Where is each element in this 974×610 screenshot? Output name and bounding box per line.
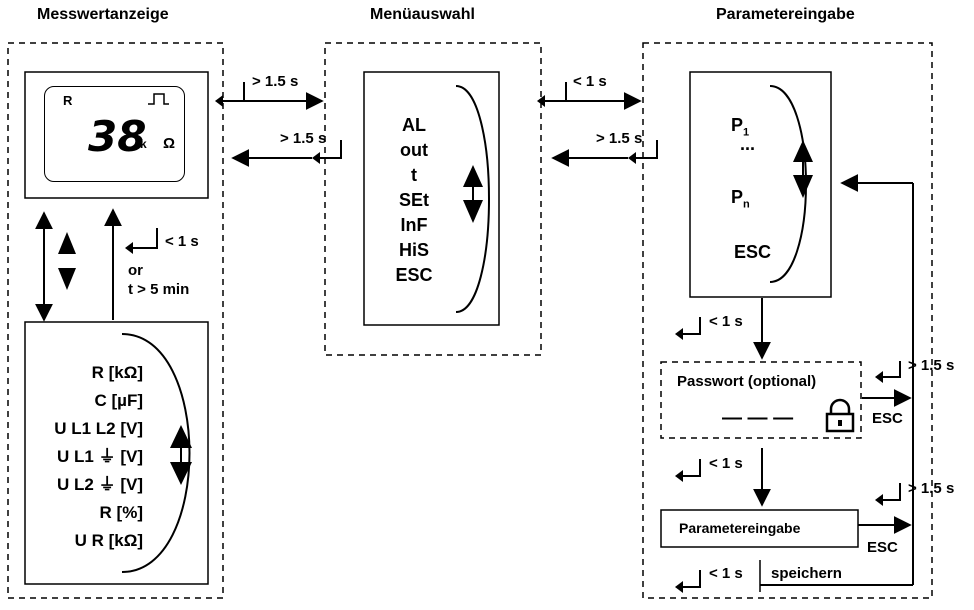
measurement-item: U R [kΩ] (74, 531, 143, 550)
display-value: 38 (88, 112, 147, 161)
up-triangle-icon (58, 232, 76, 254)
param-dots: ... (740, 134, 756, 154)
menu-item: HiS (398, 240, 429, 260)
password-dashes: — — — (722, 407, 794, 429)
menu-cycle-loop (455, 85, 490, 313)
key-icon (223, 82, 245, 102)
label-gt15-to-menu: > 1.5 s (252, 73, 299, 90)
menu-item: ESC (395, 265, 433, 285)
measurement-list-box (24, 321, 209, 585)
label-speichern: speichern (771, 565, 842, 582)
param-entry-label: Parametereingabe (679, 520, 801, 536)
param-esc: ESC (734, 242, 772, 262)
section-title-menu: Menüauswahl (370, 6, 475, 23)
menu-item: out (400, 140, 428, 160)
up-triangle-icon (793, 140, 813, 162)
menu-item: t (411, 165, 417, 185)
key-icon (545, 82, 567, 102)
menu-item: SEt (398, 190, 429, 210)
display-prefix: k (140, 137, 147, 151)
menu-item: AL (402, 115, 426, 135)
param-section-box (642, 42, 933, 599)
label-lt1-save: < 1 s (709, 565, 743, 582)
label-lt1-left: < 1 s (165, 233, 199, 250)
label-lt1-password-entry: < 1 s (709, 455, 743, 472)
up-triangle-icon (463, 165, 483, 187)
display-unit: Ω (163, 135, 176, 152)
key-icon (636, 140, 658, 159)
down-triangle-icon (58, 268, 76, 290)
label-gt15-to-measurement: > 1.5 s (280, 130, 327, 147)
params-box (689, 71, 832, 298)
measurement-item: U L1 ⏚ [V] (57, 447, 143, 466)
key-icon (683, 459, 701, 477)
up-triangle-icon (170, 425, 192, 448)
display-mode: R (63, 93, 73, 108)
label-esc-entry: ESC (867, 539, 898, 556)
display-box (24, 71, 209, 199)
menu-box (363, 71, 500, 326)
measurement-item: U L1 L2 [V] (54, 419, 143, 438)
label-gt15-password: > 1.5 s (908, 357, 955, 374)
label-t5min: t > 5 min (128, 281, 190, 298)
param-first-sub: 1 (743, 126, 750, 139)
measurement-item: R [kΩ] (91, 363, 143, 382)
key-icon (683, 570, 701, 588)
section-title-params: Parametereingabe (716, 6, 855, 23)
measurement-cycle-loop (121, 333, 191, 573)
label-lt1-params-password: < 1 s (709, 313, 743, 330)
label-lt1-to-params: < 1 s (573, 73, 607, 90)
pulse-icon (148, 93, 169, 105)
label-esc-password: ESC (872, 410, 903, 427)
key-icon (883, 483, 901, 501)
param-first: P1 (731, 116, 749, 139)
down-triangle-icon (463, 200, 483, 223)
lcd-panel (44, 86, 185, 182)
param-first-letter: P (731, 115, 744, 135)
down-triangle-icon (793, 175, 813, 198)
label-or: or (128, 262, 143, 279)
param-last-letter: P (731, 187, 744, 207)
label-gt15-to-menu-back: > 1.5 s (596, 130, 643, 147)
key-icon (683, 317, 701, 335)
measurement-item: R [%] (99, 503, 143, 522)
section-title-measurement: Messwertanzeige (37, 6, 169, 23)
password-title: Passwort (optional) (677, 373, 817, 390)
key-icon (133, 228, 158, 249)
menu-item: InF (400, 215, 428, 235)
label-gt15-entry: > 1.5 s (908, 480, 955, 497)
measurement-item: U L2 ⏚ [V] (57, 475, 143, 494)
param-entry-box (660, 509, 859, 548)
down-triangle-icon (170, 462, 192, 485)
measurement-item: C [µF] (94, 391, 143, 410)
param-last: Pn (731, 188, 750, 211)
key-icon (883, 361, 901, 378)
param-last-sub: n (743, 198, 750, 211)
key-icon (320, 140, 342, 159)
lock-icon (825, 398, 855, 433)
password-box (660, 361, 862, 439)
